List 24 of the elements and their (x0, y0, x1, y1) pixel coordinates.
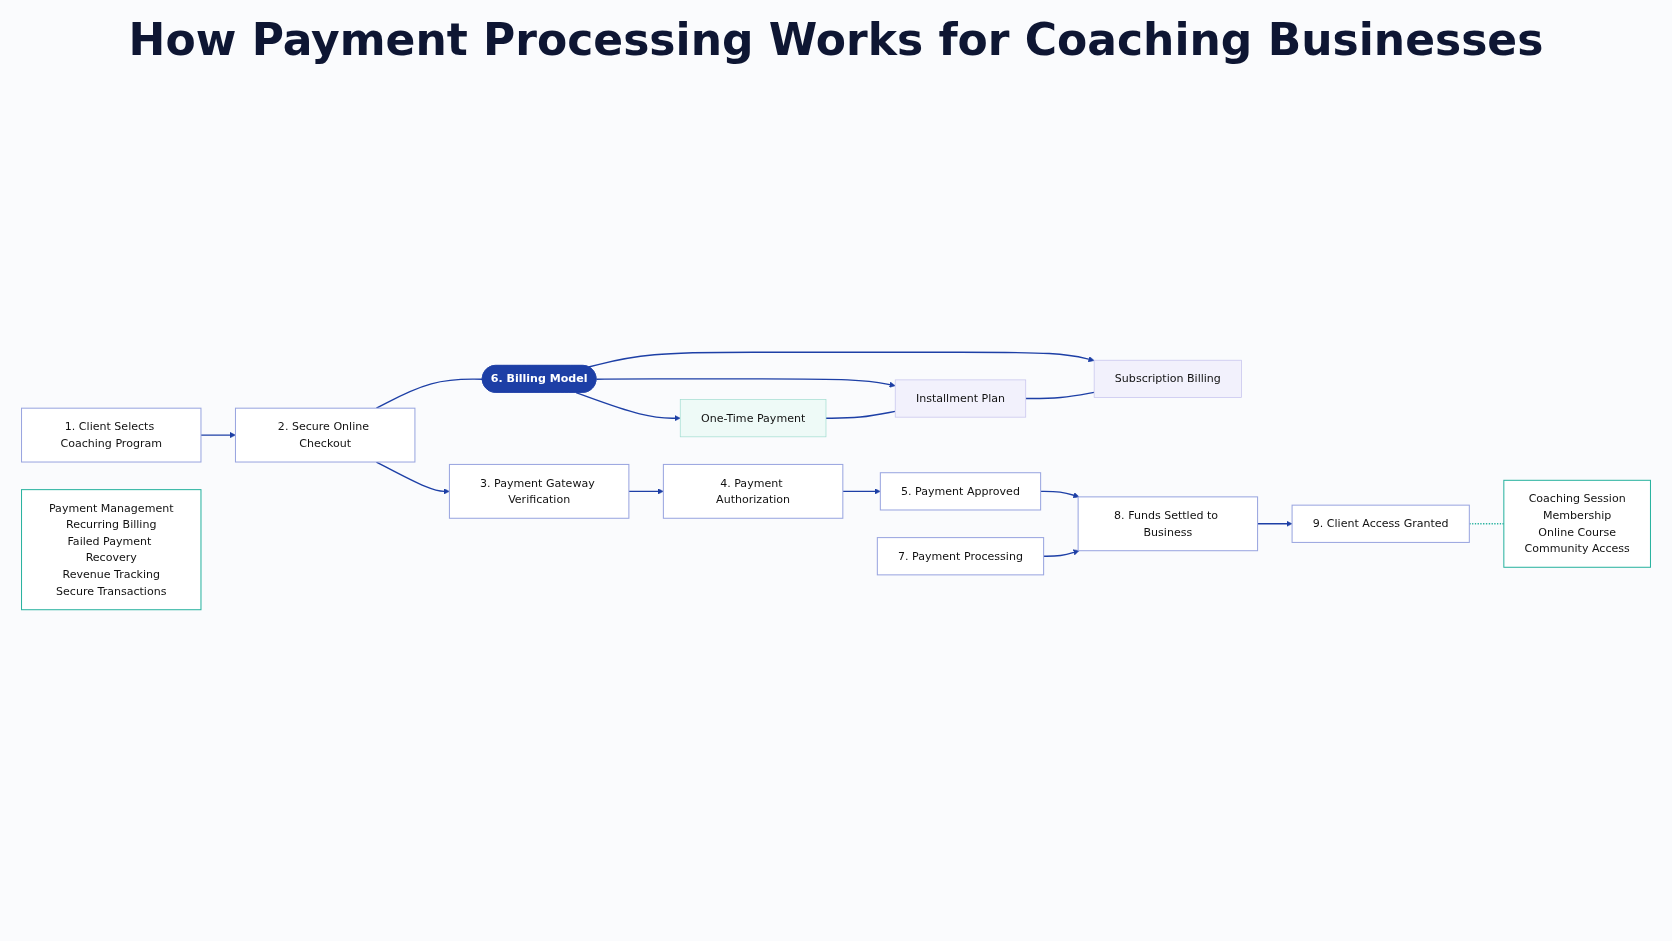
node-box: Payment Management Recurring Billing Failed Payment Recovery Revenue Tracking Secure Transactions (21, 489, 202, 611)
node-box: 3. Payment Gateway Verification (448, 463, 630, 519)
arrow (200, 432, 236, 439)
node-box: 7. Payment Processing (876, 537, 1045, 576)
node-box: 8. Funds Settled to Business (1077, 496, 1259, 552)
arrow (628, 488, 664, 495)
node-box: 5. Payment Approved (879, 472, 1042, 511)
arrow (575, 391, 681, 422)
arrow (375, 461, 450, 495)
connector (1025, 391, 1095, 400)
node-box: 1. Client Selects Coaching Program (21, 407, 202, 463)
node-box: Coaching Session Membership Online Course Community Access (1503, 479, 1651, 568)
arrow (587, 351, 1095, 368)
node-box: Installment Plan (894, 379, 1027, 418)
node-box: One-Time Payment (679, 399, 827, 438)
node-box: 4. Payment Authorization (662, 463, 844, 519)
title: How Payment Processing Works for Coaching Businesses (127, 14, 1545, 65)
connector (375, 378, 484, 409)
arrow (842, 488, 881, 495)
node-box: 9. Client Access Granted (1291, 504, 1470, 543)
connector (825, 410, 896, 419)
node-box: Subscription Billing (1093, 359, 1242, 398)
node-box: 2. Secure Online Checkout (234, 407, 416, 463)
arrow (595, 378, 896, 388)
